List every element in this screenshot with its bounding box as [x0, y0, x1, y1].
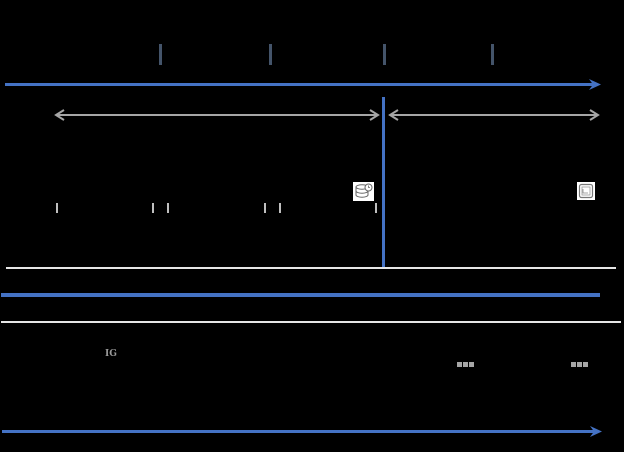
- upper-divider-line: [6, 267, 616, 269]
- timeline-mark-2: [152, 203, 154, 213]
- left-span-arrow: [54, 108, 382, 122]
- right-span-arrow: [388, 108, 602, 122]
- axis-tick-4: [491, 44, 494, 65]
- top-timeline-axis: [5, 77, 603, 93]
- axis-tick-2: [269, 44, 272, 65]
- timeline-mark-1: [56, 203, 58, 213]
- lower-divider-line: [1, 321, 621, 323]
- database-clock-icon: [353, 182, 374, 201]
- bottom-timeline-axis: [2, 424, 604, 440]
- middle-blue-bar: [1, 293, 600, 297]
- axis-tick-3: [383, 44, 386, 65]
- timeline-mark-3: [167, 203, 169, 213]
- timeline-mark-6: [375, 203, 377, 213]
- document-image-icon: [577, 182, 595, 200]
- axis-tick-1: [159, 44, 162, 65]
- small-logo-icon: IG: [105, 349, 117, 359]
- ellipsis-marker-2: [571, 362, 588, 367]
- timeline-mark-4: [264, 203, 266, 213]
- timeline-mark-5: [279, 203, 281, 213]
- ellipsis-marker-1: [457, 362, 474, 367]
- vertical-divider: [382, 97, 385, 268]
